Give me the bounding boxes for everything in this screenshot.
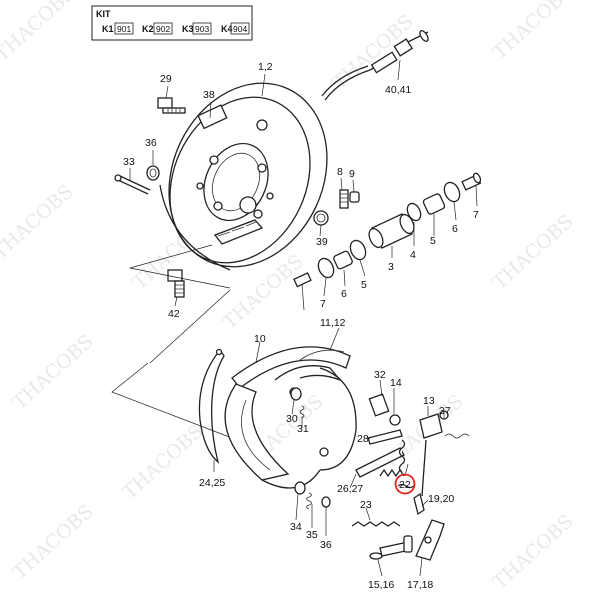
callout-label: 7 — [320, 298, 326, 310]
wheel-cylinder — [368, 213, 415, 249]
callout-label: 34 — [290, 521, 302, 533]
parking-lever — [379, 410, 470, 516]
pin-33 — [114, 174, 151, 195]
callout-label: 4 — [410, 249, 416, 261]
watermark: THACOBS — [0, 180, 78, 263]
callout-label: 1,2 — [258, 61, 273, 73]
kit-value: 903 — [195, 24, 209, 34]
callout-label: 14 — [390, 377, 402, 389]
kit-title: KIT — [96, 9, 111, 19]
callout-label: 35 — [306, 529, 318, 541]
callout-label: 15,16 — [368, 579, 394, 591]
watermark: THACOBS — [489, 210, 578, 293]
callout-label: 28 — [357, 433, 369, 445]
callout-label: 26,27 — [337, 483, 363, 495]
callout-label: 7 — [473, 209, 479, 221]
highlighted-callout-label: 22 — [399, 479, 411, 491]
leader-lines — [129, 59, 478, 577]
callout-label: 29 — [160, 73, 172, 85]
brake-cable — [321, 30, 429, 101]
kit-key: K2 — [142, 24, 154, 34]
callout-label: 36 — [145, 137, 157, 149]
callout-label: 31 — [297, 423, 309, 435]
kit-value: 904 — [233, 24, 247, 34]
callout-label: 13 — [423, 395, 435, 407]
plug-36 — [146, 165, 160, 181]
bleeder-screw — [339, 189, 360, 209]
shoe-guide-spring — [198, 348, 225, 464]
backing-plate — [159, 82, 328, 271]
kit-table: KIT K1 901 K2 902 K3 903 K4 904 — [91, 5, 253, 41]
cylinder-parts-right — [406, 172, 482, 222]
brake-shoe-assembly — [224, 346, 357, 489]
callout-labels: 1,2 29 38 36 33 8 9 40,41 7 6 5 4 3 5 6 … — [123, 61, 479, 591]
return-spring-23 — [351, 521, 401, 527]
clip-39 — [313, 210, 329, 226]
callout-label: 5 — [430, 235, 436, 247]
cylinder-parts-left — [293, 239, 367, 288]
adjuster-strut — [355, 393, 405, 478]
kit-key: K1 — [102, 24, 114, 34]
callout-label: 6 — [452, 223, 458, 235]
callout-label: 30 — [286, 413, 298, 425]
callout-label: 36 — [320, 539, 332, 551]
callout-label: 6 — [341, 288, 347, 300]
callout-label: 39 — [316, 236, 328, 248]
callout-label: 24,25 — [199, 477, 225, 489]
callout-label: 33 — [123, 156, 135, 168]
bolt-29 — [157, 97, 186, 114]
callout-label: 23 — [360, 499, 372, 511]
hold-down-parts — [290, 387, 331, 510]
callout-label: 11,12 — [320, 317, 346, 329]
watermark: THACOBS — [9, 500, 98, 583]
callout-label: 37 — [439, 405, 451, 417]
callout-label: 3 — [388, 261, 394, 273]
callout-label: 38 — [203, 89, 215, 101]
kit-key: K3 — [182, 24, 194, 34]
exploded-guide-lines — [111, 244, 233, 439]
callout-label: 42 — [168, 308, 180, 320]
kit-key: K4 — [221, 24, 233, 34]
watermark: THACOBS — [489, 0, 578, 64]
callout-label: 8 — [337, 166, 343, 178]
watermark: THACOBS — [9, 330, 98, 413]
watermark: THACOBS — [119, 420, 208, 503]
kit-value: 902 — [156, 24, 170, 34]
watermark: THACOBS — [0, 0, 80, 66]
callout-label: 19,20 — [428, 493, 454, 505]
highlight-circle — [394, 473, 416, 495]
callout-label: 32 — [374, 369, 386, 381]
callout-label: 40,41 — [385, 84, 411, 96]
callout-label: 9 — [349, 168, 355, 180]
callout-label: 17,18 — [407, 579, 433, 591]
anchor-pin — [369, 535, 413, 560]
bolt-42 — [167, 269, 185, 298]
callout-label: 5 — [361, 279, 367, 291]
kit-value: 901 — [117, 24, 131, 34]
lever-17-18 — [415, 519, 445, 561]
callout-label: 10 — [254, 333, 266, 345]
watermark: THACOBS — [489, 510, 578, 593]
